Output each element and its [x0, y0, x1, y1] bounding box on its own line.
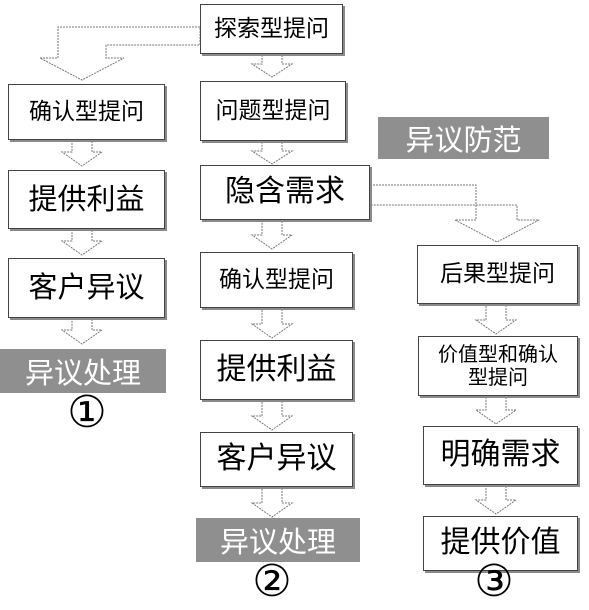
consequence-question-box: 后果型提问 — [417, 245, 578, 304]
mid-provide-benefit-box: 提供利益 — [200, 340, 353, 400]
left-customer-objection-box: 客户异议 — [8, 258, 165, 318]
elbow-arrow-right — [369, 184, 540, 243]
down-arrow-left-3 — [60, 317, 104, 345]
explicit-needs-label: 明确需求 — [440, 437, 561, 473]
mid-confirm-question-label: 确认型提问 — [219, 266, 334, 293]
left-customer-objection-label: 客户异议 — [28, 270, 145, 305]
implied-needs-label: 隐含需求 — [225, 174, 345, 210]
down-arrow-mid-3 — [250, 219, 294, 250]
consequence-question-label: 后果型提问 — [440, 261, 555, 288]
down-arrow-right-1 — [474, 303, 518, 335]
mid-provide-benefit-label: 提供利益 — [216, 351, 337, 387]
explicit-needs-box: 明确需求 — [423, 426, 578, 485]
mid-confirm-question-box: 确认型提问 — [200, 252, 353, 308]
mid-circled-number: ② — [252, 556, 292, 607]
mid-customer-objection-box: 客户异议 — [200, 432, 353, 487]
right-circled-number: ③ — [474, 556, 514, 607]
value-confirm-question-label: 价值型和确认型提问 — [438, 342, 558, 389]
explore-question-box: 探索型提问 — [200, 4, 343, 54]
left-objection-handling-label: 异议处理 — [0, 349, 166, 393]
down-arrow-left-1 — [60, 139, 104, 167]
provide-value-label: 提供价值 — [440, 525, 561, 561]
left-circled-number: ① — [67, 387, 107, 438]
down-arrow-left-2 — [60, 228, 104, 256]
down-arrow-mid-4 — [250, 307, 294, 339]
down-arrow-mid-6 — [250, 486, 294, 518]
mid-objection-handling-text: 异议处理 — [219, 525, 336, 559]
down-arrow-right-3 — [474, 484, 518, 515]
problem-question-box: 问题型提问 — [200, 81, 346, 141]
problem-question-label: 问题型提问 — [215, 97, 331, 124]
left-provide-benefit-box: 提供利益 — [8, 170, 165, 229]
mid-customer-objection-label: 客户异议 — [216, 441, 337, 477]
left-confirm-question-label: 确认型提问 — [29, 98, 144, 125]
elbow-arrow-left — [39, 26, 201, 81]
provide-value-box: 提供价值 — [423, 516, 578, 571]
down-arrow-mid-1 — [250, 53, 294, 78]
implied-needs-box: 隐含需求 — [200, 165, 370, 220]
objection-prevention-text: 异议防范 — [405, 123, 522, 157]
down-arrow-mid-5 — [250, 399, 294, 431]
explore-question-label: 探索型提问 — [214, 15, 329, 42]
value-confirm-question-box: 价值型和确认型提问 — [418, 336, 578, 396]
down-arrow-right-2 — [474, 395, 518, 425]
down-arrow-mid-2 — [250, 140, 294, 165]
objection-prevention-label: 异议防范 — [378, 117, 549, 159]
left-objection-handling-text: 异议处理 — [24, 356, 141, 390]
left-provide-benefit-label: 提供利益 — [28, 181, 145, 216]
mid-objection-handling-label: 异议处理 — [196, 518, 360, 562]
left-confirm-question-box: 确认型提问 — [8, 84, 165, 140]
